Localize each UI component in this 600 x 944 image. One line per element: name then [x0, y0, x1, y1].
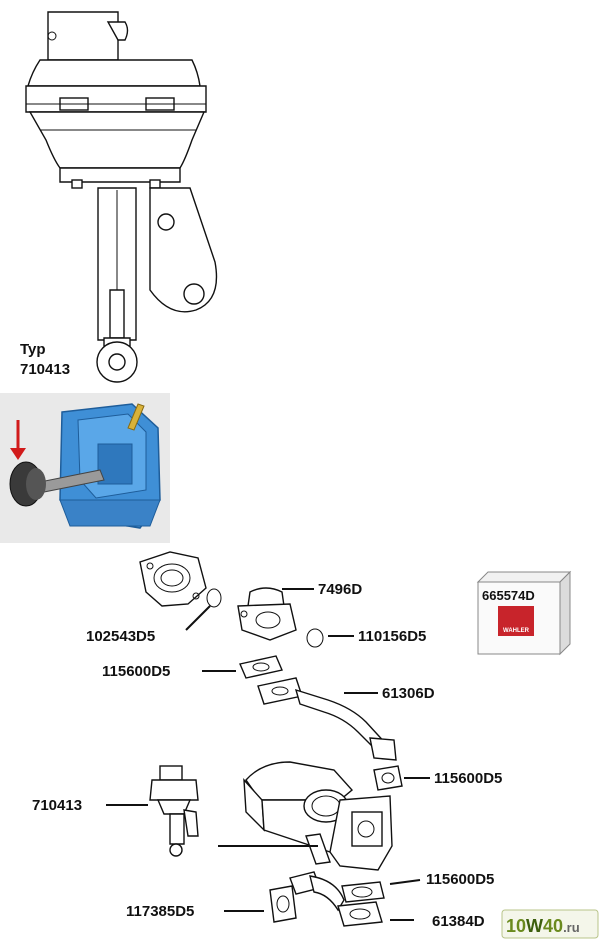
box-brand: WAHLER [503, 628, 530, 634]
watermark-d: .ru [563, 920, 580, 935]
watermark-c: 40 [543, 916, 563, 936]
watermark-b: W [526, 916, 543, 936]
product-box: WAHLER [476, 570, 572, 656]
typ-label: Typ [20, 341, 46, 358]
callout-117385D5: 117385D5 [126, 903, 194, 920]
callout-61306D: 61306D [382, 685, 435, 702]
typ-number: 710413 [20, 361, 70, 378]
callout-115600D5-b: 115600D5 [434, 770, 502, 787]
wahler-logo [498, 606, 534, 636]
part-102543D5-flange [139, 551, 207, 607]
o-ring-small [306, 628, 324, 648]
o-ring [206, 588, 222, 608]
callout-61384D: 61384D [432, 913, 485, 930]
part-61306D-pipe [257, 677, 397, 761]
callout-710413: 710413 [32, 797, 82, 814]
egr-cooler-assembly [243, 761, 393, 871]
gasket-a [239, 655, 283, 679]
callout-115600D5-a: 115600D5 [102, 663, 170, 680]
part-117385D5-elbow [269, 871, 345, 923]
gasket-c [341, 881, 385, 903]
watermark-a: 10 [506, 916, 526, 936]
part-61384D-flange [337, 901, 383, 927]
red-arrow-icon [10, 448, 26, 460]
actuator-top-drawing [25, 11, 218, 383]
svg-text:10W40.ru: 10W40.ru [506, 916, 580, 936]
box-label: 665574D [482, 588, 535, 603]
site-watermark: 10W40.ru [501, 909, 599, 939]
part-710413-actuator [149, 765, 199, 857]
callout-7496D: 7496D [318, 581, 362, 598]
callout-102543D5: 102543D5 [86, 628, 155, 645]
callout-115600D5-c: 115600D5 [426, 871, 494, 888]
part-7496D-valve [237, 587, 297, 641]
callout-110156D5: 110156D5 [358, 628, 426, 645]
product-photo [0, 393, 170, 543]
gasket-b [373, 765, 403, 791]
